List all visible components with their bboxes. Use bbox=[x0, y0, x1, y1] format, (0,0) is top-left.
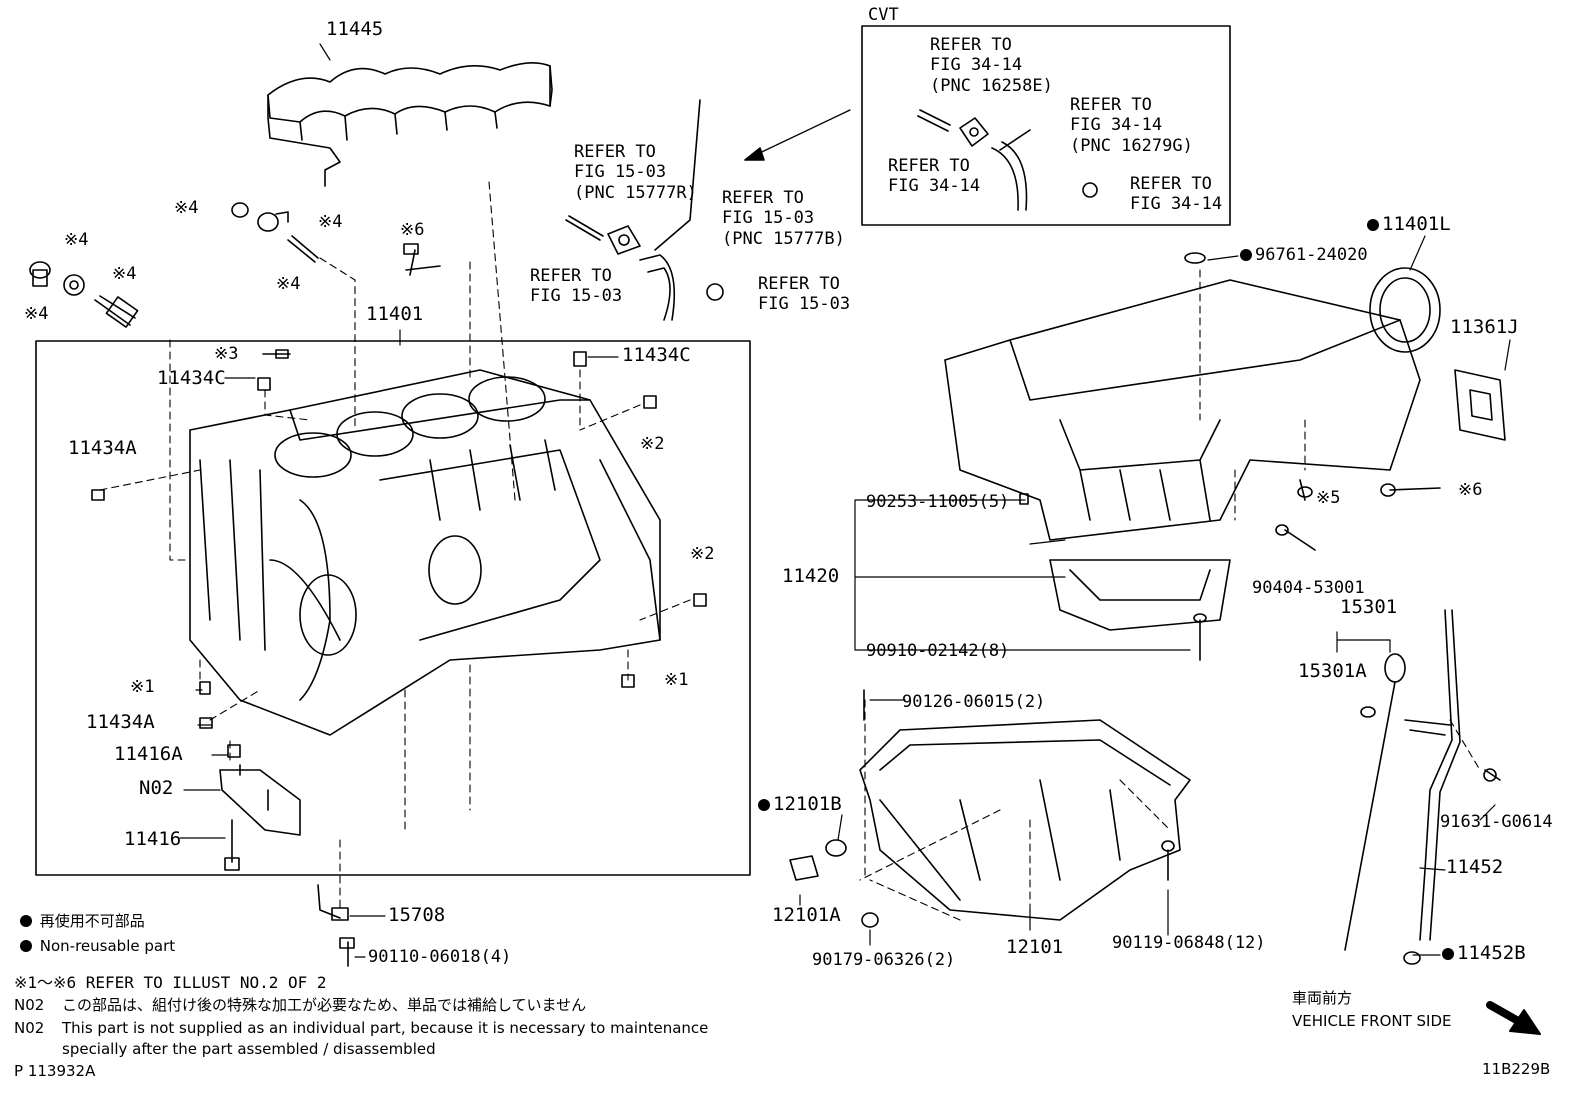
part-label-12101B[interactable]: 12101B bbox=[758, 795, 842, 814]
refer-fig-34-14-stud[interactable]: REFER TO FIG 34-14 bbox=[888, 156, 981, 197]
part-label-11434A-lower[interactable]: 11434A bbox=[86, 711, 155, 733]
non-reusable-dot-icon bbox=[20, 940, 32, 952]
bolts-upper-left-drawing bbox=[29, 202, 441, 359]
part-label-90110-06018[interactable]: 90110-06018(4) bbox=[368, 947, 512, 967]
non-reusable-dot-icon bbox=[1442, 948, 1454, 960]
cylinder-block-drawing bbox=[189, 369, 661, 736]
part-label-11445[interactable]: 11445 bbox=[326, 18, 384, 40]
note-n02-text-en-2: specially after the part assembled / dis… bbox=[62, 1040, 436, 1058]
ref-mark-1: ※1 bbox=[130, 677, 155, 697]
part-label-90910-02142[interactable]: 90910-02142(8) bbox=[866, 641, 1010, 661]
engine-block-group-frame bbox=[35, 340, 751, 876]
part-label-90119-06848[interactable]: 90119-06848(12) bbox=[1112, 933, 1266, 953]
lower-crankcase-drawing bbox=[944, 252, 1506, 661]
ref-mark-4: ※4 bbox=[24, 304, 49, 324]
ref-mark-4: ※4 bbox=[64, 230, 89, 250]
cvt-parts-drawing bbox=[917, 109, 1098, 211]
part-label-11416A[interactable]: 11416A bbox=[114, 743, 183, 765]
ref-mark-1: ※1 bbox=[664, 670, 689, 690]
ref-mark-5: ※5 bbox=[1316, 488, 1341, 508]
ref-mark-4: ※4 bbox=[112, 264, 137, 284]
non-reusable-dot-icon bbox=[1240, 249, 1252, 261]
part-label-12101A[interactable]: 12101A bbox=[772, 904, 841, 926]
part-label-15301A[interactable]: 15301A bbox=[1298, 660, 1367, 682]
note-n02-text-jp: この部品は、組付け後の特殊な加工が必要なため、単品では補給していません bbox=[62, 996, 587, 1014]
non-reusable-dot-icon bbox=[20, 915, 32, 927]
non-reusable-dot-icon bbox=[758, 799, 770, 811]
part-label-12101[interactable]: 12101 bbox=[1006, 936, 1064, 958]
ref-mark-2: ※2 bbox=[640, 434, 665, 454]
illustration-number: P 113932A bbox=[14, 1062, 96, 1080]
oil-pan-drawing bbox=[789, 689, 1191, 928]
part-label-90179-06326[interactable]: 90179-06326(2) bbox=[812, 950, 956, 970]
block-insulator-drawing bbox=[267, 62, 553, 187]
legend-non-reusable-jp: 再使用不可部品 bbox=[20, 913, 145, 930]
note-n02-text-en-1: This part is not supplied as an individu… bbox=[62, 1019, 709, 1037]
ref-mark-3: ※3 bbox=[214, 344, 239, 364]
refer-fig-34-14-pnc-16279g[interactable]: REFER TO FIG 34-14 (PNC 16279G) bbox=[1070, 95, 1193, 156]
non-reusable-dot-icon bbox=[1367, 219, 1379, 231]
refer-fig-15-03-pnc-15777b[interactable]: REFER TO FIG 15-03 (PNC 15777B) bbox=[722, 188, 845, 249]
part-label-11452[interactable]: 11452 bbox=[1446, 856, 1504, 878]
part-label-15301[interactable]: 15301 bbox=[1340, 596, 1398, 618]
cvt-box-title: CVT bbox=[868, 5, 899, 25]
ref-mark-4: ※4 bbox=[174, 198, 199, 218]
ref-mark-4: ※4 bbox=[276, 274, 301, 294]
part-label-96761-24020[interactable]: 96761-24020 bbox=[1240, 247, 1368, 264]
dipstick-drawing bbox=[1344, 609, 1501, 965]
part-label-11361J[interactable]: 11361J bbox=[1450, 316, 1519, 338]
part-label-11434C-right[interactable]: 11434C bbox=[622, 344, 691, 366]
part-label-90253-11005[interactable]: 90253-11005(5) bbox=[866, 492, 1010, 512]
ref-mark-6: ※6 bbox=[400, 220, 425, 240]
legend-non-reusable-en: Non-reusable part bbox=[20, 938, 175, 955]
vehicle-front-en: VEHICLE FRONT SIDE bbox=[1292, 1012, 1452, 1030]
refer-fig-15-03-pnc-15777r[interactable]: REFER TO FIG 15-03 (PNC 15777R) bbox=[574, 142, 697, 203]
part-label-91631-G0614[interactable]: 91631-G0614 bbox=[1440, 812, 1553, 832]
part-label-90404-53001[interactable]: 90404-53001 bbox=[1252, 578, 1365, 598]
refer-fig-15-03-nut[interactable]: REFER TO FIG 15-03 bbox=[758, 274, 851, 315]
part-label-11401L[interactable]: 11401L bbox=[1367, 215, 1451, 234]
refer-fig-15-03-stud[interactable]: REFER TO FIG 15-03 bbox=[530, 266, 623, 307]
figure-code: 11B229B bbox=[1482, 1060, 1551, 1078]
ref-mark-4: ※4 bbox=[318, 212, 343, 232]
lower-left-parts-drawing bbox=[91, 351, 707, 967]
part-label-15708[interactable]: 15708 bbox=[388, 904, 446, 926]
refer-fig-34-14-nut[interactable]: REFER TO FIG 34-14 bbox=[1130, 174, 1223, 215]
note-n02-code-en: N02 bbox=[14, 1019, 45, 1037]
part-label-11452B[interactable]: 11452B bbox=[1442, 944, 1526, 963]
part-label-90126-06015[interactable]: 90126-06015(2) bbox=[902, 692, 1046, 712]
ref-mark-6: ※6 bbox=[1458, 480, 1483, 500]
part-label-11434A-upper[interactable]: 11434A bbox=[68, 437, 137, 459]
refer-fig-34-14-pnc-16258e[interactable]: REFER TO FIG 34-14 (PNC 16258E) bbox=[930, 35, 1053, 96]
part-label-11401[interactable]: 11401 bbox=[366, 303, 424, 325]
part-label-N02[interactable]: N02 bbox=[139, 777, 174, 799]
ref-mark-2: ※2 bbox=[690, 544, 715, 564]
part-label-11434C-left[interactable]: 11434C bbox=[157, 367, 226, 389]
part-label-11420[interactable]: 11420 bbox=[782, 565, 840, 587]
note-refer-illust: ※1〜※6 REFER TO ILLUST NO.2 OF 2 bbox=[14, 973, 327, 992]
egr-pipe-drawing bbox=[565, 99, 724, 321]
note-n02-code-jp: N02 bbox=[14, 996, 45, 1014]
vehicle-front-jp: 車両前方 bbox=[1292, 989, 1353, 1007]
cvt-box-frame bbox=[861, 25, 1231, 226]
part-label-11416[interactable]: 11416 bbox=[124, 828, 182, 850]
